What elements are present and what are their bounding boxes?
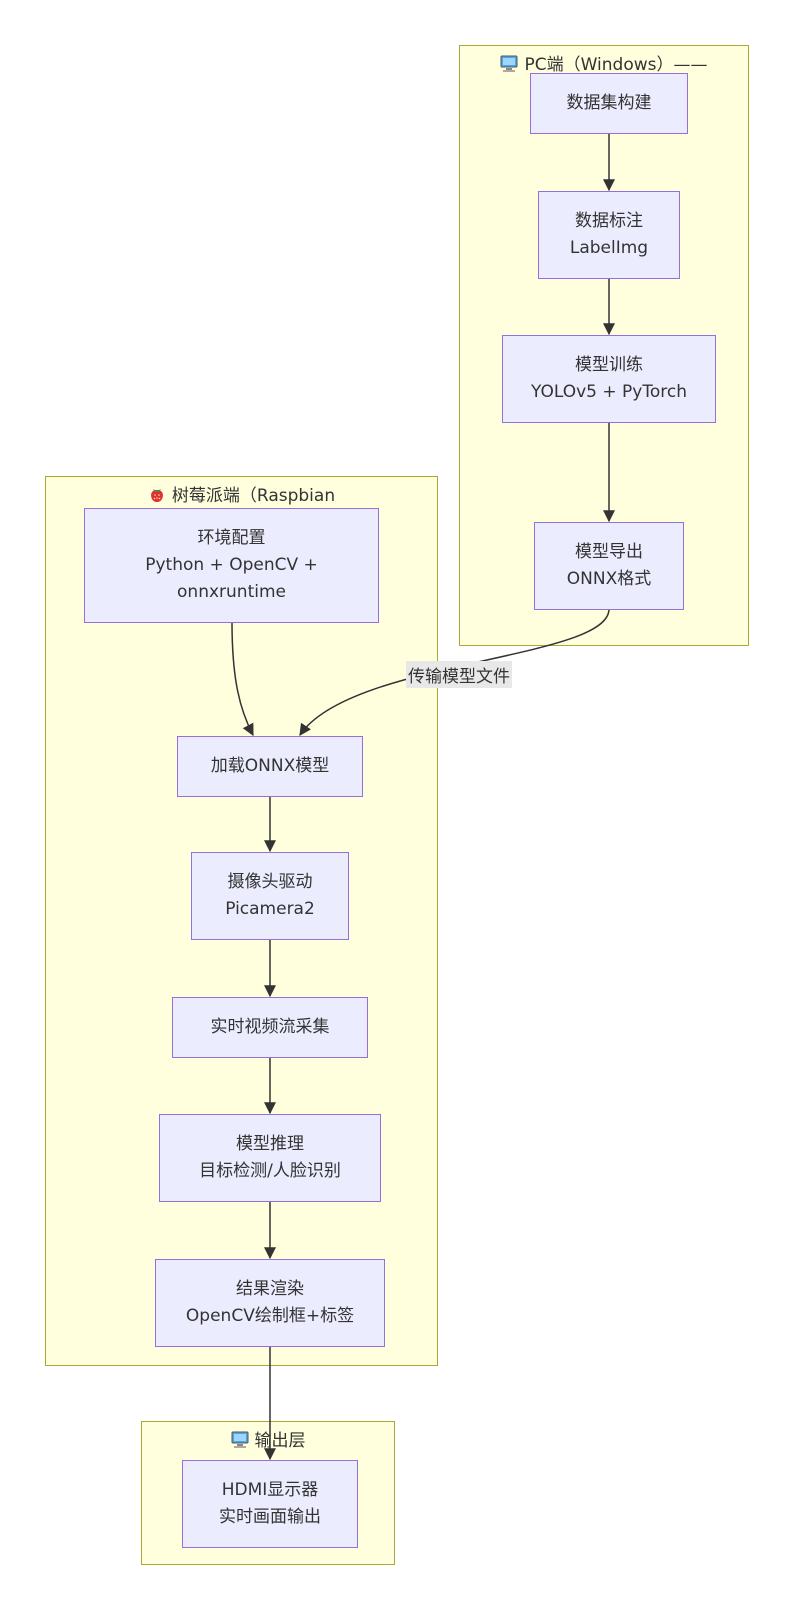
node-export: 模型导出 ONNX格式 [534,522,684,610]
cluster-pi-title: 树莓派端（Raspbian [171,486,336,506]
node-label: 数据标注 LabelImg [538,191,680,279]
node-train: 模型训练 YOLOv5 + PyTorch [502,335,716,423]
node-camera: 摄像头驱动 Picamera2 [191,852,349,940]
cluster-output-title: 输出层 [254,1431,306,1451]
strawberry-icon [150,489,163,502]
computer-icon [231,1431,248,1448]
node-stream: 实时视频流采集 [172,997,368,1058]
node-env: 环境配置 Python + OpenCV + onnxruntime [84,508,379,623]
computer-icon [500,55,518,72]
edge-env-load [231,621,254,737]
node-hdmi: HDMI显示器 实时画面输出 [182,1460,358,1548]
node-dataset: 数据集构建 [530,73,688,134]
node-infer: 模型推理 目标检测/人脸识别 [159,1114,381,1202]
edge-label-transfer: 传输模型文件 [406,661,512,688]
cluster-pc-title: PC端（Windows）—— [524,55,708,75]
node-load: 加载ONNX模型 [177,736,363,797]
node-render: 结果渲染 OpenCV绘制框+标签 [155,1259,385,1347]
